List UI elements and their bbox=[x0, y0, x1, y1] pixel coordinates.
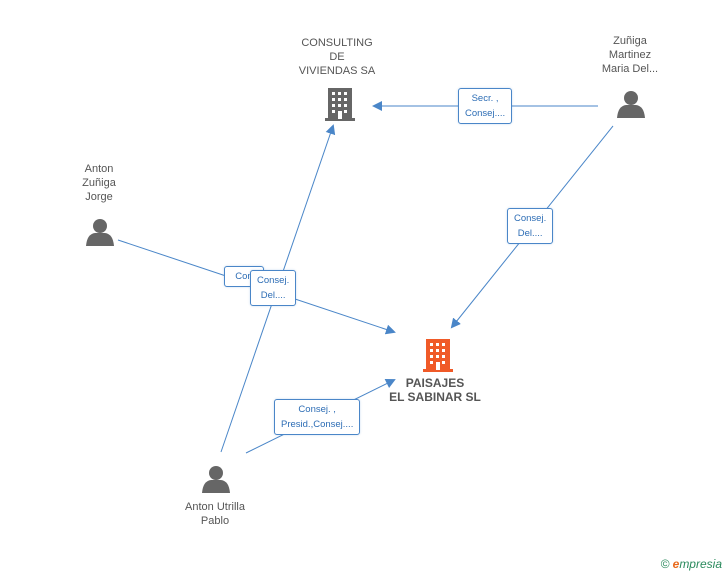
node-label-anton-jorge[interactable]: Anton Zuñiga Jorge bbox=[82, 163, 116, 203]
edge-label-pablo-consulting[interactable]: Consej. Del.... bbox=[250, 270, 297, 306]
building-icon[interactable] bbox=[325, 88, 355, 121]
copyright-symbol: © bbox=[660, 557, 670, 571]
edge-label-pablo-paisajes[interactable]: Consej. , Presid.,Consej.... bbox=[274, 399, 361, 435]
person-icon[interactable] bbox=[86, 219, 114, 246]
node-label-anton-pablo[interactable]: Anton Utrilla Pablo bbox=[185, 501, 245, 527]
person-icon[interactable] bbox=[202, 466, 230, 493]
edge-label-zuniga-consulting[interactable]: Secr. , Consej.... bbox=[458, 88, 513, 124]
edge-label-zuniga-paisajes[interactable]: Consej. Del.... bbox=[507, 208, 554, 244]
building-icon[interactable] bbox=[423, 339, 453, 372]
node-label-paisajes[interactable]: PAISAJES EL SABINAR SL bbox=[389, 376, 481, 404]
brand-name: mpresia bbox=[679, 557, 722, 571]
person-icon[interactable] bbox=[617, 91, 645, 118]
node-label-zuniga[interactable]: Zuñiga Martinez Maria Del... bbox=[601, 35, 659, 75]
node-label-consulting[interactable]: CONSULTING DE VIVIENDAS SA bbox=[298, 37, 376, 77]
empresia-logo[interactable]: ©empresia bbox=[661, 557, 722, 571]
brand-initial: e bbox=[672, 557, 680, 571]
